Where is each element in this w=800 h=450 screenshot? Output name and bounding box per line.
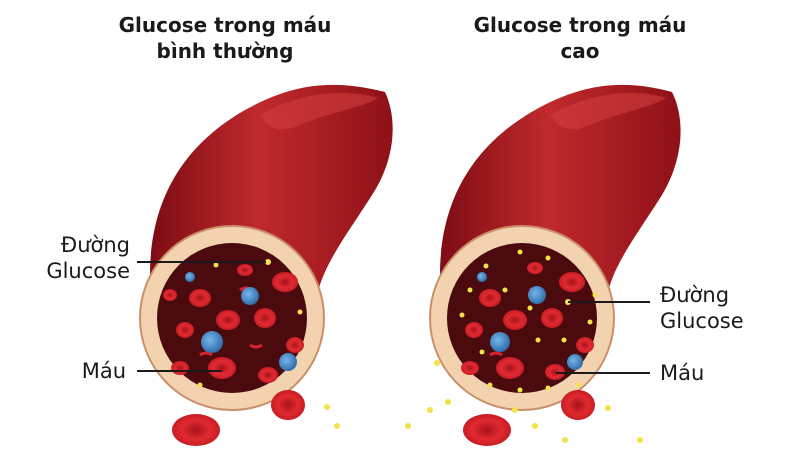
glucose-dot (561, 337, 567, 343)
white-blood-cell (528, 286, 546, 304)
red-blood-cell (237, 264, 253, 276)
glucose-dot (502, 287, 508, 293)
red-blood-cell (545, 364, 565, 380)
red-blood-cell (176, 322, 194, 338)
red-blood-cell (208, 357, 236, 379)
panel-normal-title-line1: Glucose trong máu (118, 13, 332, 37)
red-blood-cell (465, 322, 483, 338)
escaped-red-blood-cell (271, 390, 305, 420)
red-blood-cell (576, 337, 594, 353)
glucose-dot (487, 382, 493, 388)
glucose-dot (575, 382, 581, 388)
red-blood-cell (496, 357, 524, 379)
glucose-dot (512, 407, 518, 413)
glucose-dot (532, 423, 538, 429)
glucose-dot (445, 399, 451, 405)
glucose-dot (265, 259, 271, 265)
panel-normal-title: Glucose trong máu bình thường (105, 12, 345, 64)
white-blood-cell (279, 353, 297, 371)
glucose-label-line1: Đường (60, 233, 130, 257)
red-blood-cell (249, 343, 263, 349)
glucose-dot (535, 337, 541, 343)
white-blood-cell (241, 287, 259, 305)
glucose-dot (562, 437, 568, 443)
pointer-lines-normal (137, 261, 266, 372)
panel-high-title-line1: Glucose trong máu (473, 13, 687, 37)
red-blood-cell (286, 337, 304, 353)
red-blood-cell (216, 310, 240, 330)
glucose-dot (459, 312, 465, 318)
vessel-high (429, 84, 681, 411)
white-blood-cell (185, 272, 195, 282)
red-blood-cell (199, 351, 213, 357)
glucose-dot (592, 292, 598, 298)
panel-high-title-line2: cao (560, 39, 600, 63)
glucose-dot (605, 405, 611, 411)
white-blood-cell (477, 272, 487, 282)
glucose-dot (517, 387, 523, 393)
glucose-dot (483, 263, 489, 269)
escaped-red-blood-cell (561, 390, 595, 420)
glucose-label-line1: Đường (660, 283, 730, 307)
glucose-dot (545, 385, 551, 391)
glucose-dot (405, 423, 411, 429)
panel-high-blood-label: Máu (660, 361, 705, 385)
white-blood-cell (567, 354, 583, 370)
glucose-dot (197, 382, 203, 388)
panel-high-glucose-label: Đường Glucose (660, 282, 770, 334)
glucose-dot (479, 349, 485, 355)
red-blood-cell (479, 289, 501, 307)
glucose-dot (427, 407, 433, 413)
glucose-dot (324, 404, 330, 410)
escaped-red-blood-cell (463, 414, 511, 446)
red-blood-cell (254, 308, 276, 328)
glucose-dot (467, 287, 473, 293)
panel-high-title: Glucose trong máu cao (455, 12, 705, 64)
glucose-dot (527, 305, 533, 311)
red-blood-cell (527, 262, 543, 274)
glucose-dot (434, 360, 440, 366)
glucose-dot (637, 437, 643, 443)
panel-normal-title-line2: bình thường (156, 39, 294, 63)
red-blood-cell (489, 351, 503, 357)
red-blood-cell (189, 289, 211, 307)
red-blood-cell (503, 310, 527, 330)
cells-normal (163, 259, 340, 446)
red-blood-cell (461, 361, 479, 375)
glucose-label-line2: Glucose (46, 259, 130, 283)
glucose-dot (297, 309, 303, 315)
white-blood-cell (201, 331, 223, 353)
escaped-red-blood-cell (172, 414, 220, 446)
red-blood-cell (171, 361, 189, 375)
red-blood-cell (272, 272, 298, 292)
glucose-dot (587, 319, 593, 325)
glucose-dot (545, 255, 551, 261)
panel-normal-glucose-label: Đường Glucose (20, 232, 130, 284)
cells-high (405, 249, 643, 446)
red-blood-cell (258, 367, 278, 383)
glucose-dot (213, 262, 219, 268)
pointer-lines-high (556, 301, 650, 374)
red-blood-cell (163, 289, 177, 301)
glucose-dot (334, 423, 340, 429)
red-blood-cell (559, 272, 585, 292)
glucose-dot (517, 249, 523, 255)
white-blood-cell (490, 332, 510, 352)
glucose-label-line2: Glucose (660, 309, 744, 333)
red-blood-cell (541, 308, 563, 328)
panel-normal-blood-label: Máu (81, 359, 126, 383)
